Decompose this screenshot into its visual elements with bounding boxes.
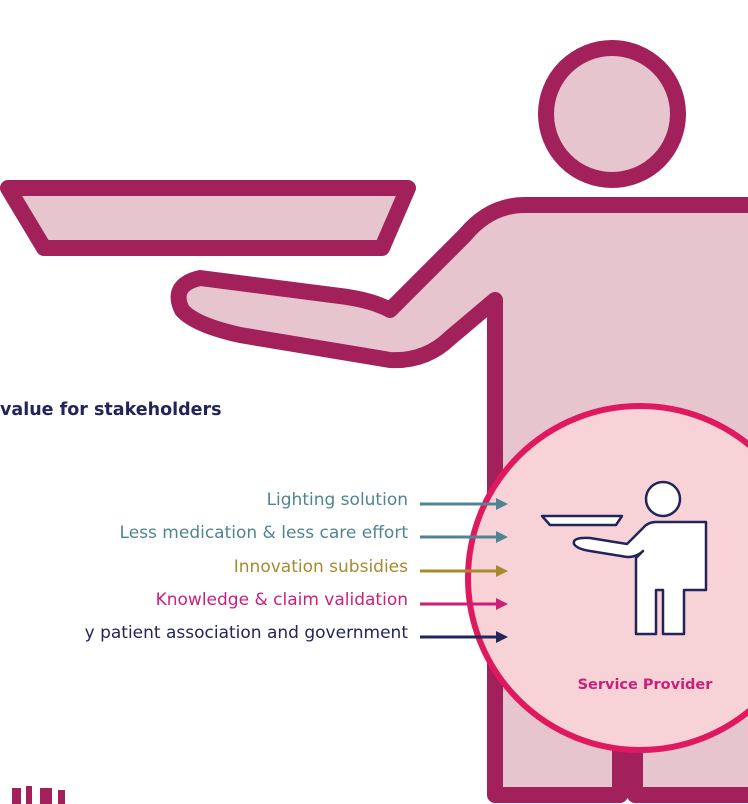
large-figure-tray <box>0 180 416 256</box>
arrow-lighting-solution <box>420 498 508 510</box>
stakeholder-value-heading: value for stakeholders <box>0 400 222 420</box>
arrow-less-medication <box>420 531 508 543</box>
flow-label-less-medication: Less medication & less care effort <box>119 523 408 543</box>
flow-label-lighting-solution: Lighting solution <box>266 490 408 510</box>
service-provider-icon <box>540 480 708 636</box>
arrow-innovation-subsidies <box>420 565 508 577</box>
icon-body <box>572 520 708 636</box>
flow-arrows <box>420 498 508 643</box>
icon-tray <box>540 514 624 527</box>
service-provider-label: Service Provider <box>577 677 713 693</box>
bottom-decorative-marks <box>12 786 65 804</box>
icon-head <box>644 480 682 518</box>
flow-label-innovation-subsidies: Innovation subsidies <box>233 557 408 577</box>
flow-label-knowledge-validation: Knowledge & claim validation <box>155 590 408 610</box>
flow-label-patient-association: y patient association and government <box>84 623 408 643</box>
arrow-patient-association <box>420 631 508 643</box>
large-figure-head <box>538 40 686 188</box>
arrow-knowledge-validation <box>420 598 508 610</box>
